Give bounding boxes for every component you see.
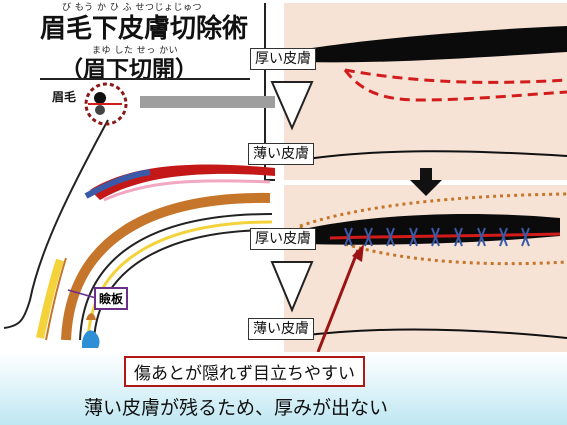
thick-skin-label-bottom: 厚い皮膚 [250, 228, 316, 250]
thin-skin-label-bottom: 薄い皮膚 [248, 318, 314, 340]
down-triangle-bottom [270, 261, 314, 313]
skin-panel-bottom [284, 185, 567, 355]
scar-warning-callout: 傷あとが隠れず目立ちやすい [124, 356, 365, 387]
down-triangle-top [270, 81, 314, 131]
callout-arrow-head [352, 244, 364, 262]
orbit-arc-yellow [86, 220, 273, 341]
thick-skin-band-top [300, 26, 567, 63]
incision-line-bottom [343, 69, 567, 102]
thick-skin-label-top: 厚い皮膚 [250, 48, 316, 70]
thin-skin-line-bottom [299, 328, 567, 339]
thin-skin-label-top: 薄い皮膚 [248, 143, 314, 165]
orbit-arc-1 [79, 213, 273, 341]
title-ruby-1: び もう か ひ ふ せつじょじゅつ [62, 3, 203, 13]
fat-layer [61, 192, 271, 341]
eyebrow-hair-2 [95, 105, 105, 115]
septum-pink [103, 179, 271, 202]
cornea [82, 330, 100, 348]
orbicularis-blue [84, 169, 151, 199]
eyebrow-circle [84, 82, 128, 126]
eyebrow-hair [94, 92, 106, 104]
eyelid-pointer [67, 289, 97, 299]
page-title: 眉毛下皮膚切除術 [40, 14, 249, 44]
callout-arrow [316, 249, 360, 353]
lens-fat [86, 313, 96, 320]
brow-tissue [140, 96, 275, 108]
thin-skin-line-top [299, 150, 567, 161]
orbit-arc-2 [93, 229, 273, 341]
tarsus-edge [45, 257, 67, 341]
conclusion-caption: 薄い皮膚が残るため、厚みが出ない [84, 397, 389, 419]
suture-line [329, 232, 561, 240]
title-underline [40, 78, 250, 80]
process-arrow [410, 168, 442, 196]
incision-line-top [344, 68, 567, 84]
eyelid-plate-label: 瞼板 [94, 287, 129, 310]
eyebrow-label: 眉毛 [52, 90, 77, 104]
face-outline [3, 119, 109, 329]
sutures [344, 227, 530, 247]
title-ruby-2: まゆ した せっ かい [92, 46, 179, 56]
tarsus [36, 258, 64, 339]
dotted-brow-lower [299, 224, 567, 266]
